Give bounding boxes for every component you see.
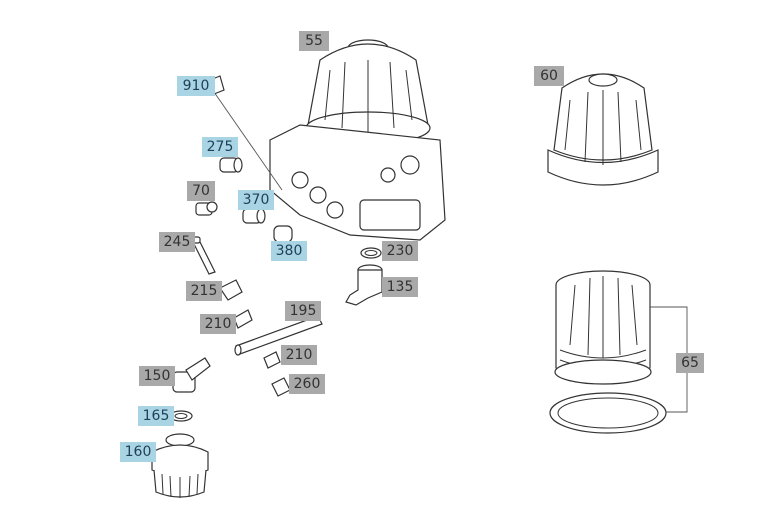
part-135-elbow[interactable] bbox=[345, 264, 383, 306]
callout-135[interactable]: 135 bbox=[382, 277, 418, 297]
part-60-cap[interactable] bbox=[547, 73, 659, 186]
callout-195[interactable]: 195 bbox=[285, 301, 321, 321]
callout-230[interactable]: 230 bbox=[382, 241, 418, 261]
callout-65[interactable]: 65 bbox=[676, 353, 704, 373]
callout-245[interactable]: 245 bbox=[159, 232, 195, 252]
part-210-clip-a[interactable] bbox=[233, 309, 253, 329]
callout-150[interactable]: 150 bbox=[139, 366, 175, 386]
leader-910 bbox=[213, 91, 283, 191]
callout-70[interactable]: 70 bbox=[187, 181, 215, 201]
part-70-fitting[interactable] bbox=[195, 201, 218, 216]
part-65-seal-ring[interactable] bbox=[549, 392, 667, 434]
callout-55[interactable]: 55 bbox=[299, 31, 329, 51]
callout-210-a[interactable]: 210 bbox=[200, 314, 236, 334]
pump-body[interactable] bbox=[269, 124, 446, 241]
part-55-pump-cover[interactable] bbox=[305, 39, 431, 145]
part-215-clip[interactable] bbox=[219, 279, 243, 301]
part-260-fitting[interactable] bbox=[271, 377, 291, 397]
part-150-fitting[interactable] bbox=[172, 357, 211, 393]
callout-160[interactable]: 160 bbox=[120, 442, 156, 462]
callout-60[interactable]: 60 bbox=[534, 66, 564, 86]
callout-215[interactable]: 215 bbox=[186, 281, 222, 301]
part-380-plug[interactable] bbox=[273, 225, 293, 243]
part-195-hose[interactable] bbox=[234, 315, 323, 356]
callout-910[interactable]: 910 bbox=[177, 76, 215, 96]
part-160-cap[interactable] bbox=[151, 433, 209, 498]
callout-370[interactable]: 370 bbox=[238, 190, 274, 210]
callout-210-b[interactable]: 210 bbox=[281, 345, 317, 365]
callout-380[interactable]: 380 bbox=[271, 241, 307, 261]
part-275-fitting[interactable] bbox=[219, 157, 243, 173]
part-210-clip-b[interactable] bbox=[263, 351, 281, 369]
part-230-o-ring[interactable] bbox=[360, 247, 382, 259]
part-65-filter-element[interactable] bbox=[554, 270, 652, 385]
callout-260[interactable]: 260 bbox=[289, 374, 325, 394]
callout-275[interactable]: 275 bbox=[202, 137, 238, 157]
callout-165[interactable]: 165 bbox=[138, 406, 174, 426]
part-370-fitting[interactable] bbox=[242, 208, 266, 224]
